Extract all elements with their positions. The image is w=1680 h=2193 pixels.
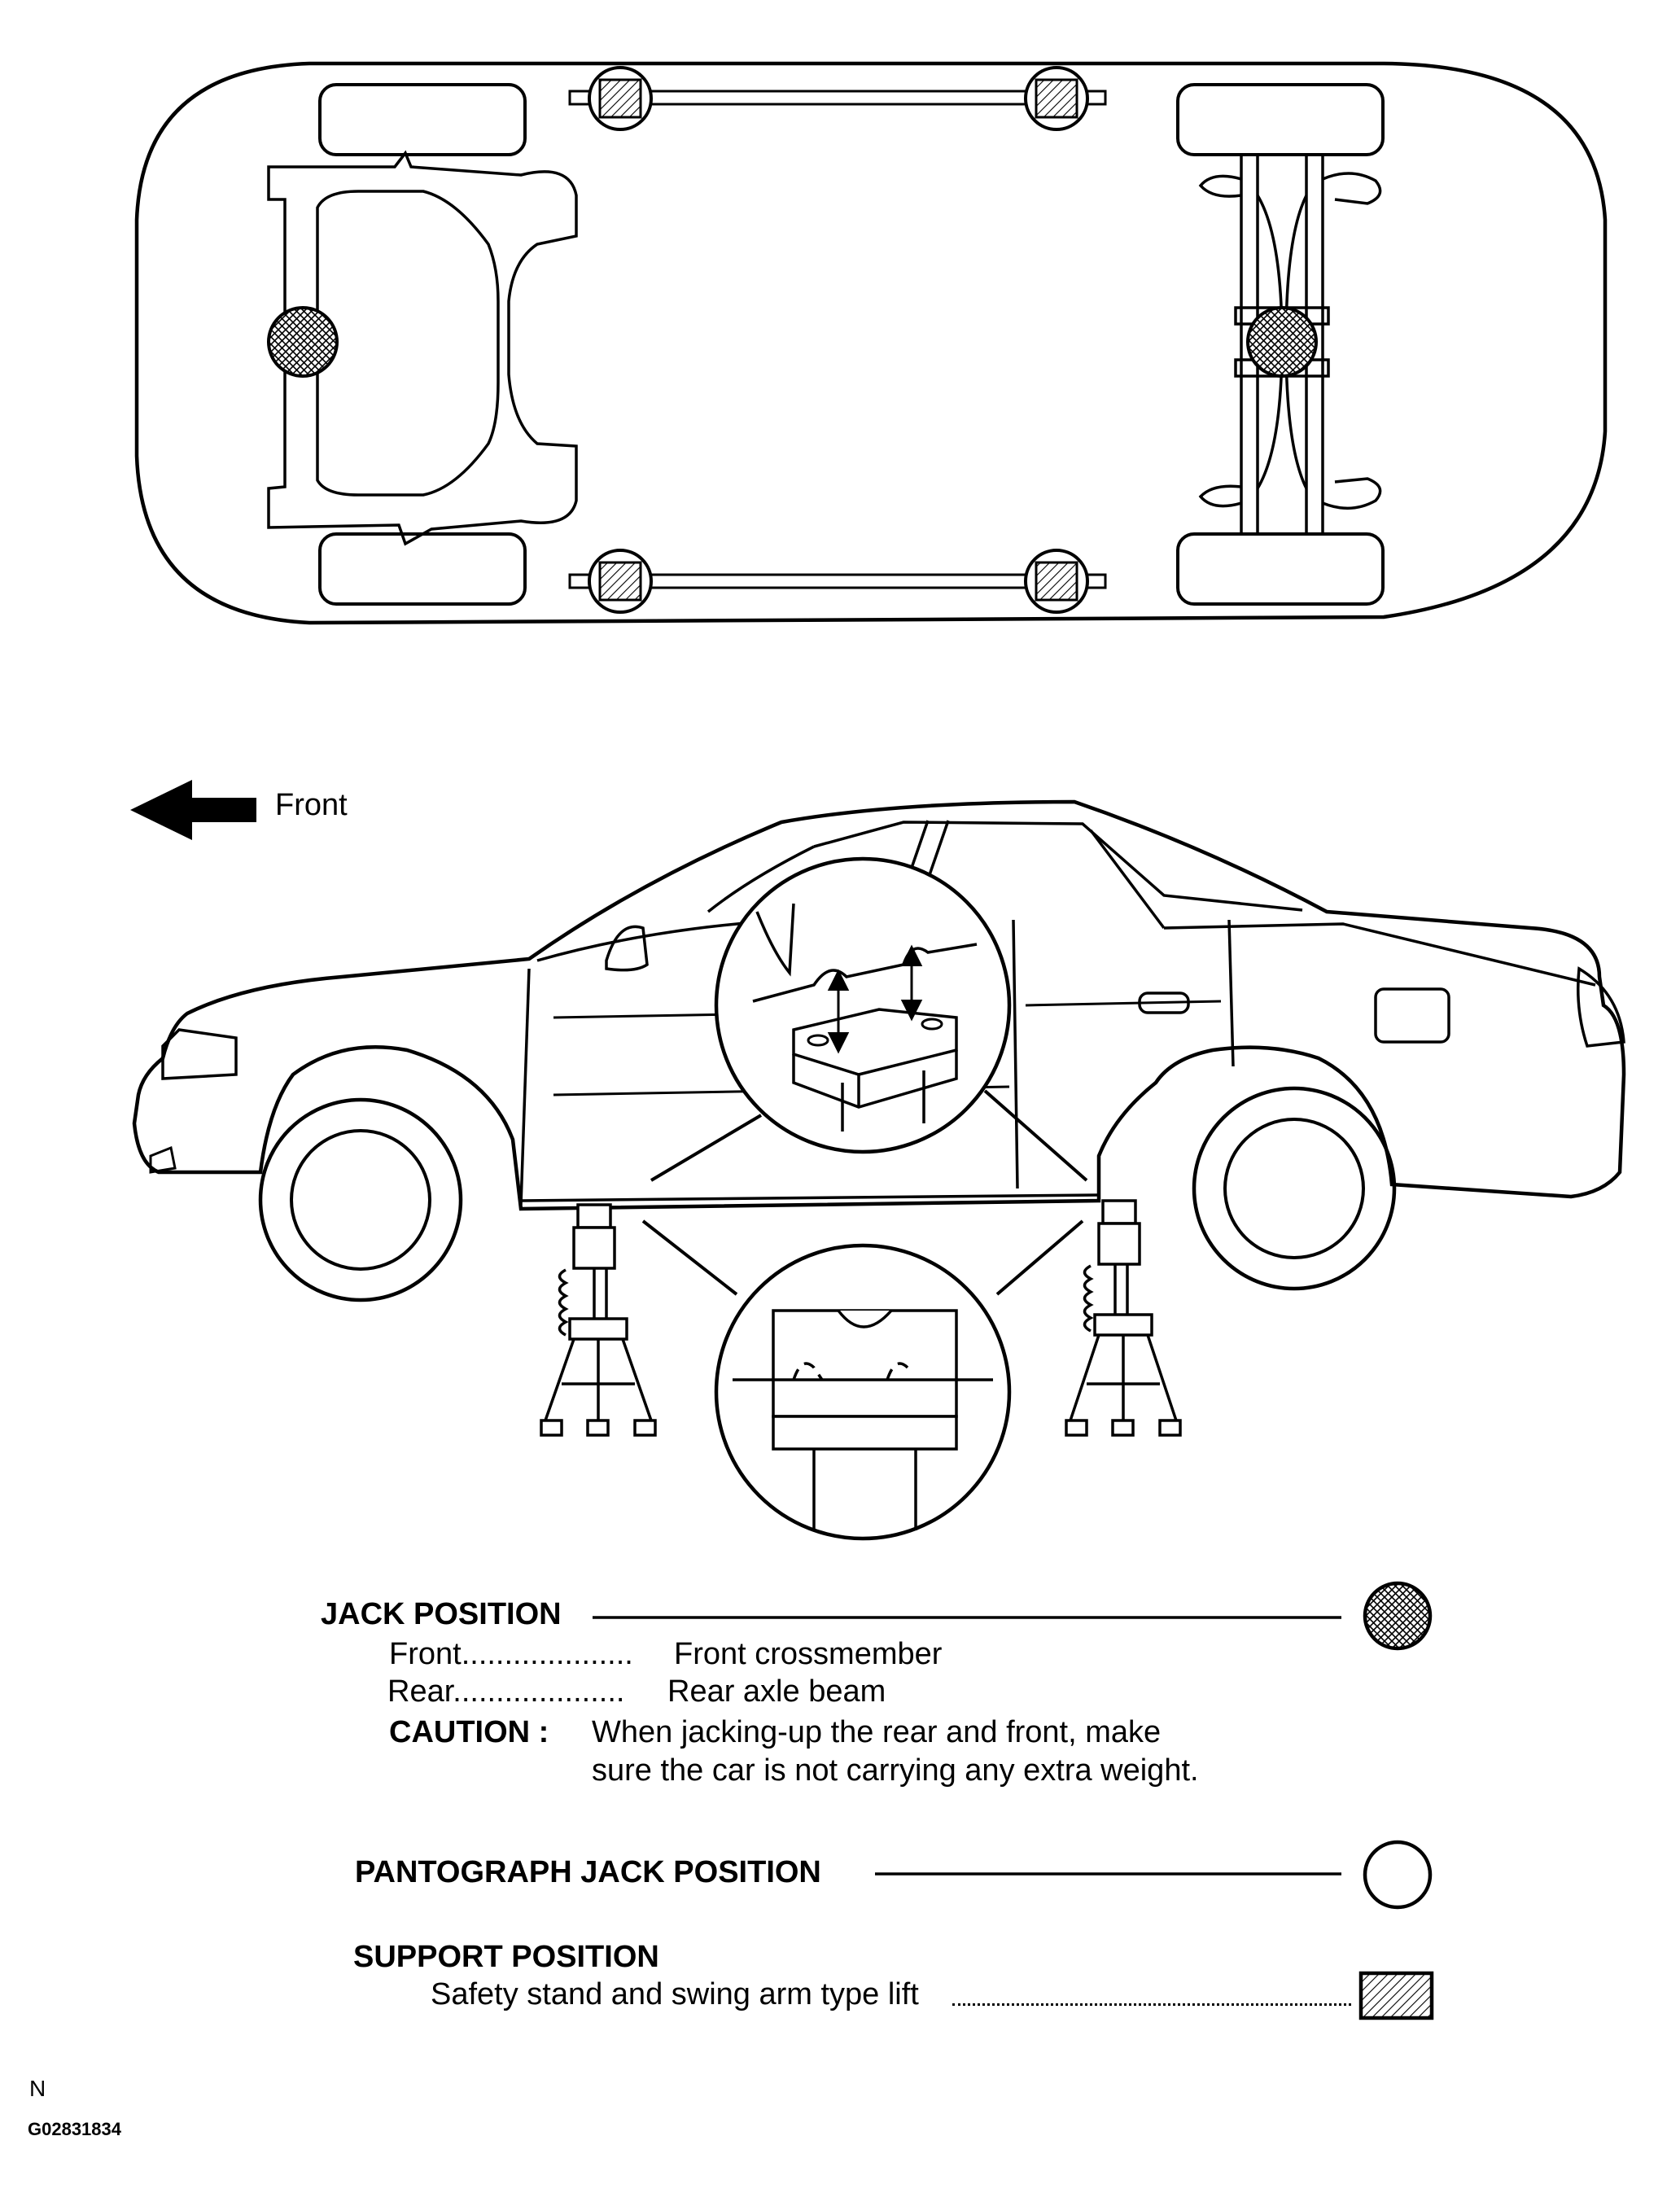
caution-label: CAUTION : [389, 1715, 549, 1749]
jack-rear-dots: .................... [453, 1674, 625, 1709]
front-direction-label: Front [275, 788, 348, 822]
door-handle [1138, 991, 1190, 1014]
support-marker-rear-right [1024, 549, 1089, 614]
legend-pantograph-icon [1363, 1840, 1433, 1910]
side-rail-right [568, 573, 1107, 589]
support-dotted-leader [952, 2003, 1351, 2006]
safety-stand-rear [1065, 1199, 1182, 1437]
jack-position-title: JACK POSITION [321, 1597, 562, 1631]
support-marker-front-left [588, 66, 653, 131]
front-wheel [258, 1097, 463, 1302]
car-body-outline [134, 61, 1608, 625]
pantograph-jack-title: PANTOGRAPH JACK POSITION [355, 1855, 821, 1889]
jack-rear-label: Rear [387, 1674, 453, 1709]
support-marker-front-right [588, 549, 653, 614]
car-side-view [132, 799, 1626, 1302]
jack-front-label: Front [389, 1637, 462, 1671]
front-left-wheel [318, 83, 527, 156]
support-position-title: SUPPORT POSITION [353, 1940, 659, 1974]
jack-marker-rear-axle [1246, 306, 1318, 378]
front-right-wheel [318, 532, 527, 606]
jack-rear-value: Rear axle beam [667, 1674, 886, 1709]
safety-stands [540, 1199, 1182, 1437]
car-body-side [132, 799, 1626, 1211]
jack-front-dots: .................... [461, 1637, 633, 1671]
jack-front-row: Front.................... [389, 1637, 633, 1672]
rear-right-wheel [1176, 532, 1385, 606]
fuel-door [1374, 987, 1450, 1044]
footer-letter: N [29, 2076, 46, 2101]
legend-jack-icon [1363, 1581, 1433, 1651]
side-rail-left [568, 90, 1107, 106]
support-marker-rear-left [1024, 66, 1089, 131]
stand-contact-detail-callout [641, 1219, 1084, 1541]
caution-line-1: When jacking-up the rear and front, make [592, 1715, 1162, 1749]
front-arrow-icon [130, 780, 256, 840]
figure-code: G02831834 [28, 2119, 121, 2139]
jack-marker-front-crossmember [267, 306, 339, 378]
support-point-detail-callout [650, 856, 1088, 1182]
caution-line-2: sure the car is not carrying any extra w… [592, 1753, 1199, 1788]
legend-support-icon [1358, 1971, 1434, 2020]
rear-left-wheel [1176, 83, 1385, 156]
safety-stand-front [540, 1203, 657, 1437]
underbody-top-view [134, 61, 1608, 625]
support-position-detail: Safety stand and swing arm type lift [431, 1977, 919, 2011]
rear-wheel [1192, 1086, 1397, 1291]
jack-front-value: Front crossmember [674, 1637, 943, 1671]
legend-lines [593, 1616, 1341, 1876]
support-position-markers [588, 66, 1089, 614]
front-crossmember [267, 150, 578, 546]
jack-rear-row: Rear.................... [387, 1674, 624, 1709]
